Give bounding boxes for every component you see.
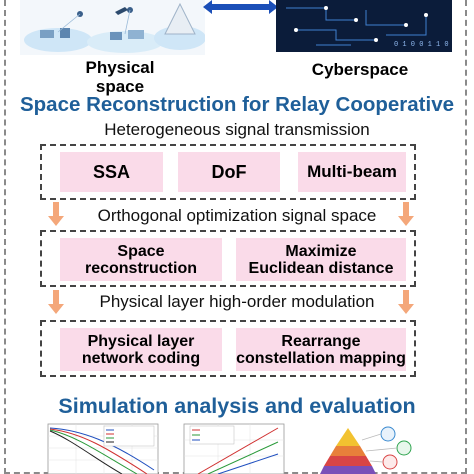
physical-cyber-link-arrow xyxy=(203,0,278,14)
constellation-mapping-line-1: Rearrange xyxy=(281,332,361,350)
cyber-binary-text: 0 1 0 0 1 1 0 xyxy=(394,41,449,49)
transmission-group xyxy=(40,144,416,200)
dof-box: DoF xyxy=(178,152,280,192)
orthogonal-group xyxy=(40,230,416,287)
throughput-curve-thumbnail xyxy=(178,420,288,474)
ssa-box: SSA xyxy=(60,152,163,192)
stage-label-transmission: Heterogeneous signal transmission xyxy=(104,120,370,139)
down-arrow-left-2 xyxy=(48,290,64,314)
maximize-euclidean-line-2: Euclidean distance xyxy=(248,259,394,277)
physical-space-caption: Physical space xyxy=(85,58,155,96)
multi-beam-box: Multi-beam xyxy=(298,152,406,192)
down-arrow-right-2 xyxy=(398,290,414,314)
down-arrow-left-1 xyxy=(48,202,64,226)
maximize-euclidean-line-1: Maximize xyxy=(285,242,357,260)
physical-space-illustration xyxy=(20,0,205,55)
down-arrow-right-1 xyxy=(398,202,414,226)
ber-curve-thumbnail xyxy=(42,420,162,474)
space-reconstruction-line-1: Space xyxy=(117,242,165,260)
cyberspace-caption: Cyberspace xyxy=(311,60,409,79)
cyberspace-illustration: 0 1 0 0 1 1 0 xyxy=(276,0,452,52)
network-coding-line-2: network coding xyxy=(81,349,201,367)
space-reconstruction-line-2: reconstruction xyxy=(84,259,197,277)
modulation-group xyxy=(40,320,416,377)
stage-label-orthogonal: Orthogonal optimization signal space xyxy=(97,206,377,225)
main-title: Space Reconstruction for Relay Cooperati… xyxy=(19,93,455,116)
stage-label-modulation: Physical layer high-order modulation xyxy=(99,292,375,311)
simulation-title: Simulation analysis and evaluation xyxy=(58,394,416,418)
evaluation-pyramid-icon xyxy=(318,420,428,474)
constellation-mapping-line-2: constellation mapping xyxy=(236,349,406,367)
network-coding-line-1: Physical layer xyxy=(87,332,195,350)
